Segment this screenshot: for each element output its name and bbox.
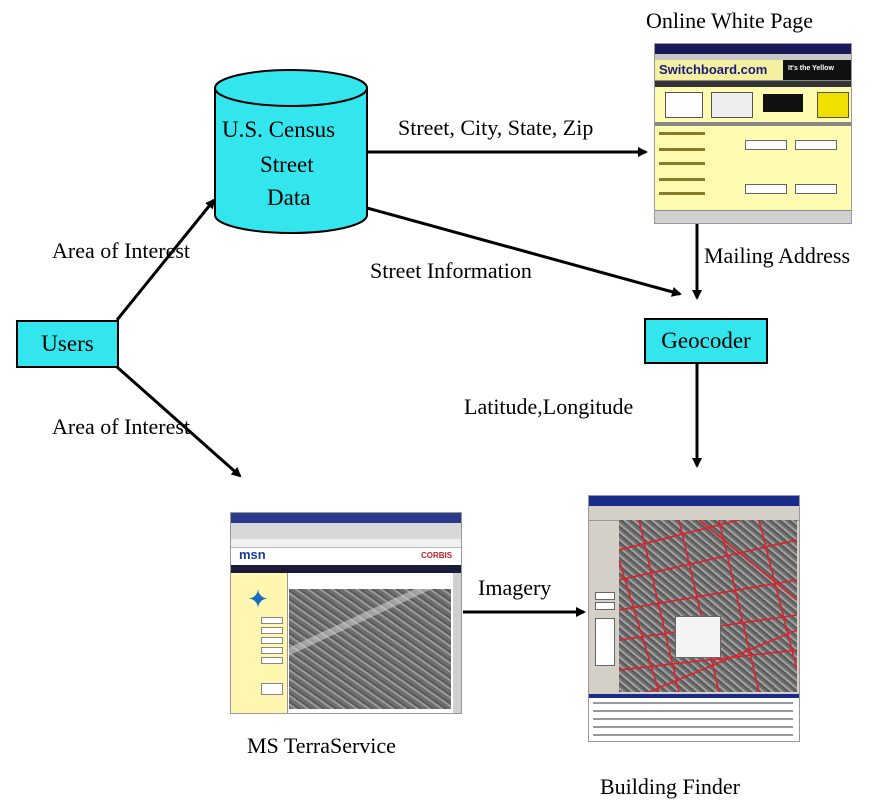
edge-label-lat-long: Latitude,Longitude [464,394,634,419]
arrow-census-to-geocoder [366,206,682,297]
switchboard-tagline-bar [783,60,851,80]
building-finder-map [619,520,797,692]
switchboard-logo: Switchboard.com [659,62,768,77]
census-database-cylinder [214,69,368,234]
geocoder-node: Geocoder [644,318,768,364]
online-white-page-caption: Online White Page [646,8,813,33]
arrow-users-to-terraservice [116,365,242,478]
building-finder-caption: Building Finder [600,774,740,799]
compass-icon: ✦ [247,585,269,614]
arrow-users-to-census [115,198,216,321]
corbis-logo: CORBIS [421,551,453,560]
building-finder-screenshot [588,495,800,742]
census-label-line2: Street [260,152,314,177]
switchboard-tagline: It's the Yellow [788,65,834,72]
edge-label-area-of-interest-top: Area of Interest [52,238,191,263]
edge-label-street-information: Street Information [370,258,532,283]
terraservice-caption: MS TerraService [247,733,396,758]
users-node: Users [16,320,119,368]
terraservice-screenshot: msn CORBIS ✦ [230,512,462,714]
census-label-line3: Data [267,185,311,210]
edge-label-imagery: Imagery [478,575,552,600]
census-label-line1: U.S. Census [222,117,336,142]
edge-label-area-of-interest-bottom: Area of Interest [52,414,191,439]
edge-label-street-city-state-zip: Street, City, State, Zip [398,115,594,140]
street-overlay [619,520,797,692]
msn-logo: msn [239,547,266,562]
edge-label-mailing-address: Mailing Address [704,243,851,268]
switchboard-screenshot: Switchboard.com It's the Yellow [654,43,852,224]
